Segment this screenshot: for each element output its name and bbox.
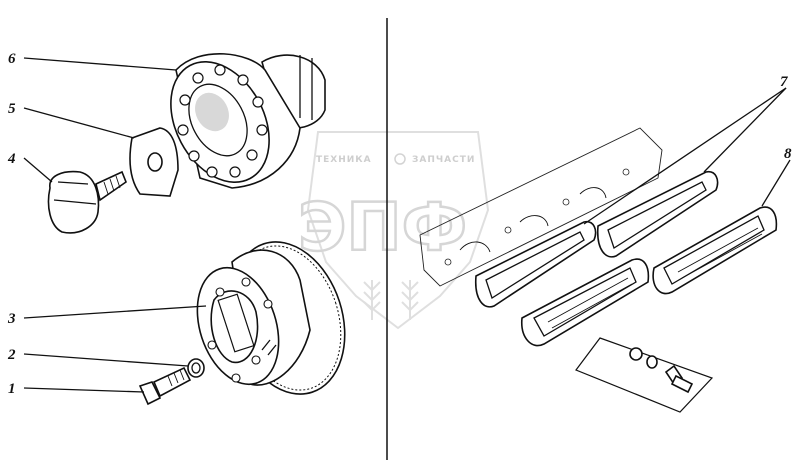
fastener-kit bbox=[575, 337, 714, 413]
callout-3: 3 bbox=[7, 311, 16, 327]
watermark-wheat-icon bbox=[363, 280, 419, 320]
callout-7: 7 bbox=[780, 74, 788, 90]
callout-1: 1 bbox=[8, 381, 16, 397]
part-8-cover-left bbox=[521, 258, 650, 347]
part-3-pulley bbox=[196, 241, 346, 395]
head-gasket-outline bbox=[419, 127, 663, 287]
part-1-bolt bbox=[138, 366, 192, 406]
callout-5: 5 bbox=[8, 101, 16, 117]
watermark-left-word: ТЕХНИКА bbox=[316, 155, 372, 165]
watermark-logo: ТЕХНИКА ЗАПЧАСТИ ЭПФ bbox=[297, 131, 490, 330]
watermark-right-word: ЗАПЧАСТИ bbox=[412, 155, 475, 165]
part-6-flange-hub bbox=[170, 52, 326, 189]
part-5-lock-plate bbox=[129, 127, 179, 197]
watermark-logo-text: ЭПФ bbox=[298, 189, 467, 266]
callout-2: 2 bbox=[7, 347, 16, 363]
part-4-bolt bbox=[47, 170, 127, 234]
part-7-gasket-left bbox=[474, 220, 597, 308]
callout-6: 6 bbox=[8, 51, 16, 67]
callout-4: 4 bbox=[7, 151, 16, 167]
watermark-gear-icon bbox=[394, 153, 406, 165]
leader-lines bbox=[23, 57, 791, 393]
part-2-washer bbox=[187, 358, 205, 378]
part-7-gasket-right bbox=[596, 170, 719, 258]
callout-8: 8 bbox=[784, 146, 792, 162]
part-8-cover-right bbox=[652, 206, 778, 295]
